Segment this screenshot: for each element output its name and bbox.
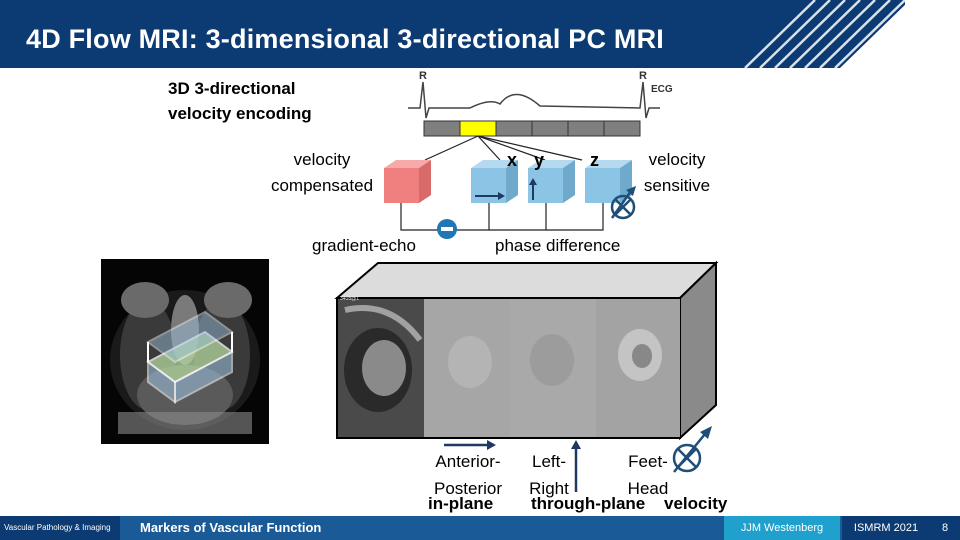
kspace-segment-bar — [424, 121, 640, 136]
segment-fan-lines — [425, 136, 582, 160]
velocity-compensated-line1: velocity — [262, 147, 382, 173]
ecg-trace — [408, 82, 660, 118]
minus-icon — [437, 219, 457, 239]
axis-y-label: y — [534, 150, 544, 171]
through-plane-label: through-plane — [531, 494, 645, 514]
phase-difference-label: phase difference — [495, 236, 620, 256]
axis-z-label: z — [590, 150, 599, 171]
axis-x-label: x — [507, 150, 517, 171]
velocity-compensated-label: velocity compensated — [262, 147, 382, 199]
compensated-cube — [384, 160, 431, 203]
ecg-r-left: R — [419, 70, 427, 82]
velocity-sensitive-line1: velocity — [632, 147, 722, 173]
footer-department: Vascular Pathology & Imaging — [0, 516, 120, 540]
gradient-echo-label: gradient-echo — [312, 236, 416, 256]
feet-head-line1: Feet- — [620, 448, 676, 475]
in-plane-label: in-plane — [428, 494, 493, 514]
velocity-label: velocity — [664, 494, 727, 514]
velocity-compensated-line2: compensated — [262, 173, 382, 199]
footer-topic: Markers of Vascular Function — [140, 516, 321, 540]
image-overlay-tag: 3408@1 — [340, 296, 359, 302]
ecg-label: ECG — [651, 84, 673, 95]
ecg-r-right: R — [639, 70, 647, 82]
velocity-sensitive-label: velocity sensitive — [632, 147, 722, 199]
velocity-sensitive-line2: sensitive — [632, 173, 722, 199]
anterior-posterior-line1: Anterior- — [420, 448, 516, 475]
page-number: 8 — [930, 516, 960, 540]
cube-connectors — [401, 203, 603, 230]
velocity-volume — [337, 263, 716, 438]
footer-author: JJM Westenberg — [724, 516, 840, 540]
thorax-scout-image — [101, 259, 269, 444]
left-right-line1: Left- — [518, 448, 580, 475]
footer-conference: ISMRM 2021 — [842, 516, 930, 540]
